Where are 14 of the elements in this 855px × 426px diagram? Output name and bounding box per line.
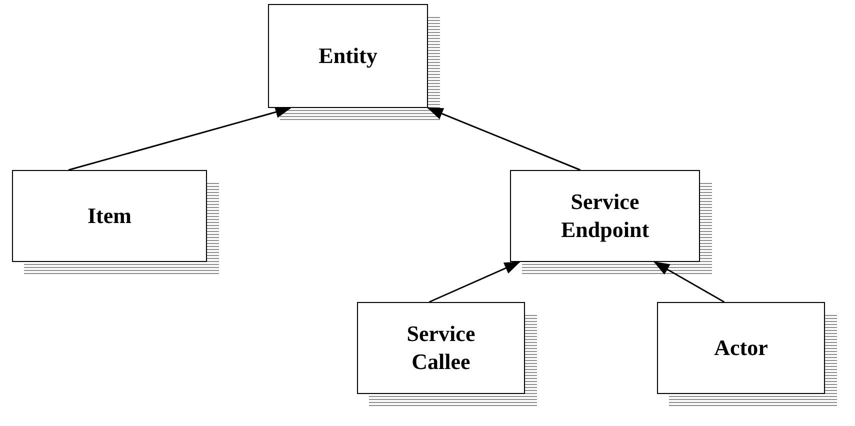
class-name: Service Callee: [406, 320, 476, 376]
arrow: [428, 261, 520, 303]
arrow: [68, 106, 292, 171]
class-name: Actor: [713, 334, 769, 362]
class-box: [12, 170, 207, 262]
class-box: [510, 170, 700, 262]
class-name: Service Endpoint: [560, 188, 650, 244]
arrow: [427, 107, 581, 171]
class-box: [268, 4, 428, 108]
arrow: [654, 261, 725, 303]
class-box: [357, 302, 525, 394]
class-name: Item: [86, 202, 132, 230]
class-name: Entity: [318, 42, 378, 70]
class-box: [657, 302, 825, 394]
